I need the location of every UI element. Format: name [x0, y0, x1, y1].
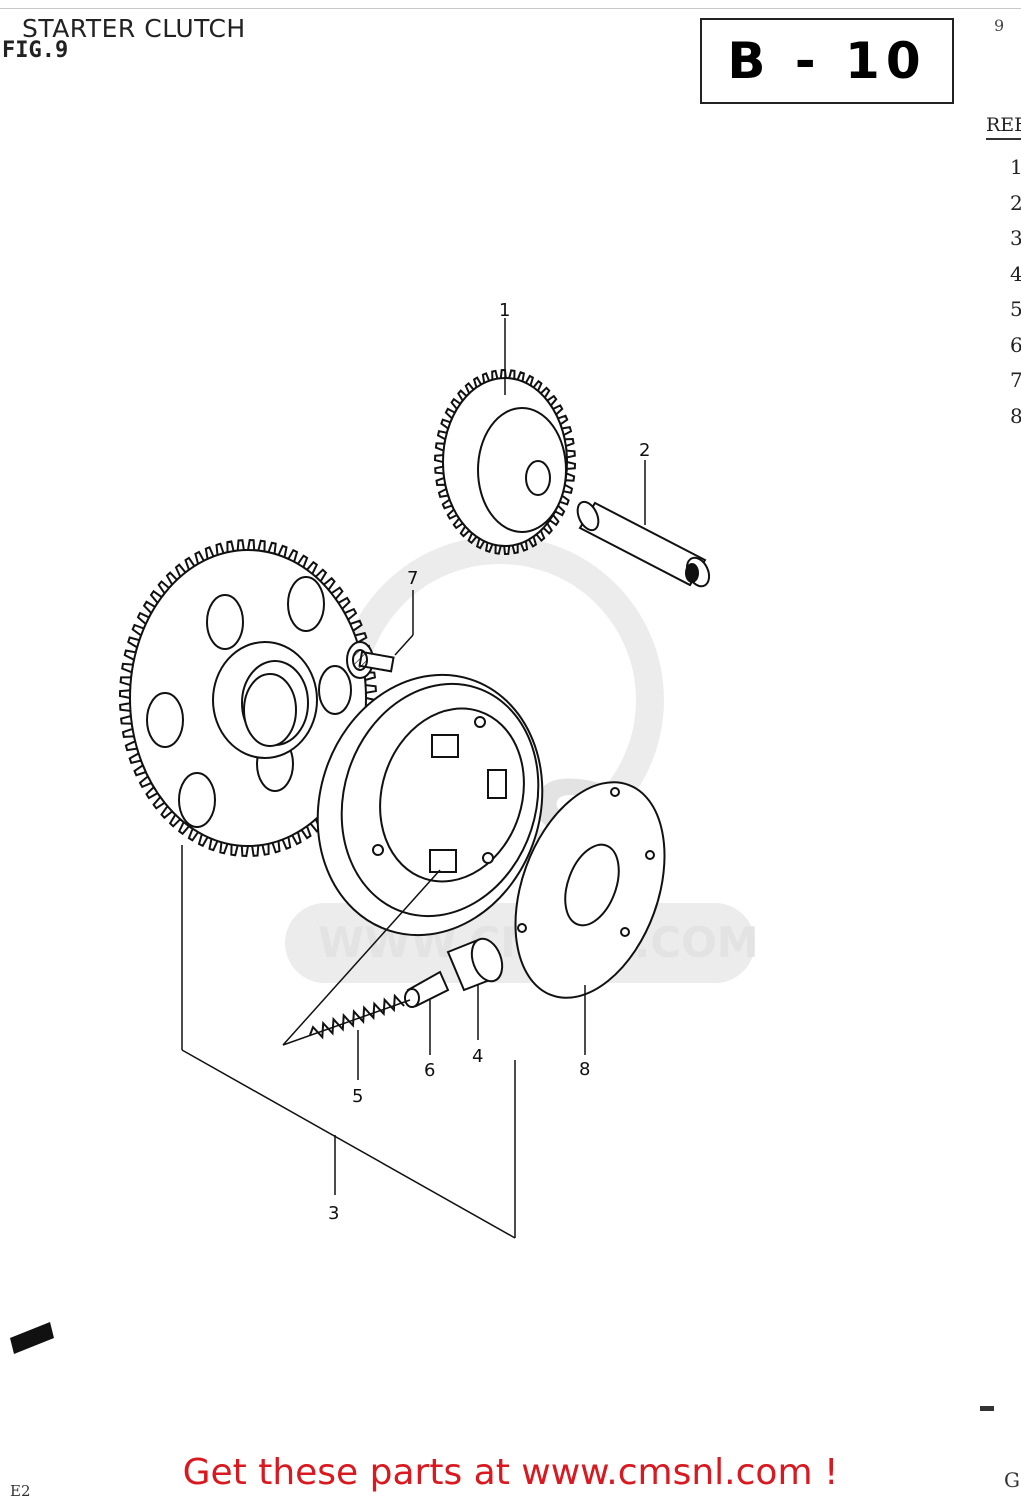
ref-number[interactable]: 6: [1010, 332, 1021, 357]
ref-number[interactable]: 7: [1010, 368, 1021, 392]
leader-lines: [181, 318, 646, 1239]
driven-gear-part[interactable]: [118, 538, 378, 858]
ref-column: REF 1 2 3 4 5 6 7 8: [986, 112, 1021, 434]
callout-5: 5: [352, 1086, 363, 1107]
ref-number[interactable]: 5: [1010, 297, 1021, 321]
ref-number[interactable]: 4: [1010, 261, 1021, 286]
clutch-body-part[interactable]: [285, 645, 576, 964]
corner-label-right: G: [1004, 1468, 1020, 1492]
corner-label-left: E2: [10, 1482, 31, 1500]
page-number: 9: [994, 16, 1005, 35]
arrow-icon: [10, 1322, 54, 1354]
ref-number[interactable]: 2: [1010, 190, 1021, 215]
spring-part[interactable]: [309, 993, 405, 1040]
callout-7: 7: [407, 568, 418, 589]
callout-4: 4: [472, 1046, 483, 1067]
ref-number[interactable]: 8: [1010, 403, 1021, 428]
callout-1: 1: [499, 300, 510, 321]
footer-link[interactable]: Get these parts at www.cmsnl.com !: [182, 1452, 839, 1493]
plate-part[interactable]: [488, 761, 692, 1018]
ref-heading: REF: [986, 114, 1021, 140]
bolt-part[interactable]: [346, 641, 395, 679]
section-code: B - 10: [727, 32, 927, 90]
ref-number[interactable]: 3: [1010, 226, 1021, 250]
ref-number[interactable]: 1: [1010, 155, 1021, 179]
shaft-part[interactable]: [574, 499, 714, 590]
page-title: STARTER CLUTCH: [22, 14, 246, 43]
mark: [980, 1406, 994, 1411]
section-code-box: B - 10: [700, 18, 954, 104]
callout-8: 8: [579, 1059, 590, 1080]
top-rule: [0, 8, 1021, 9]
roller-part[interactable]: [446, 935, 508, 992]
fig-label: FIG.9: [2, 38, 69, 63]
gear-icon[interactable]: [433, 368, 577, 556]
callout-6: 6: [424, 1060, 435, 1081]
callout-3: 3: [328, 1203, 339, 1224]
cap-part[interactable]: [404, 970, 450, 1008]
callout-2: 2: [639, 440, 650, 461]
ref-list: 1 2 3 4 5 6 7 8: [986, 150, 1021, 434]
